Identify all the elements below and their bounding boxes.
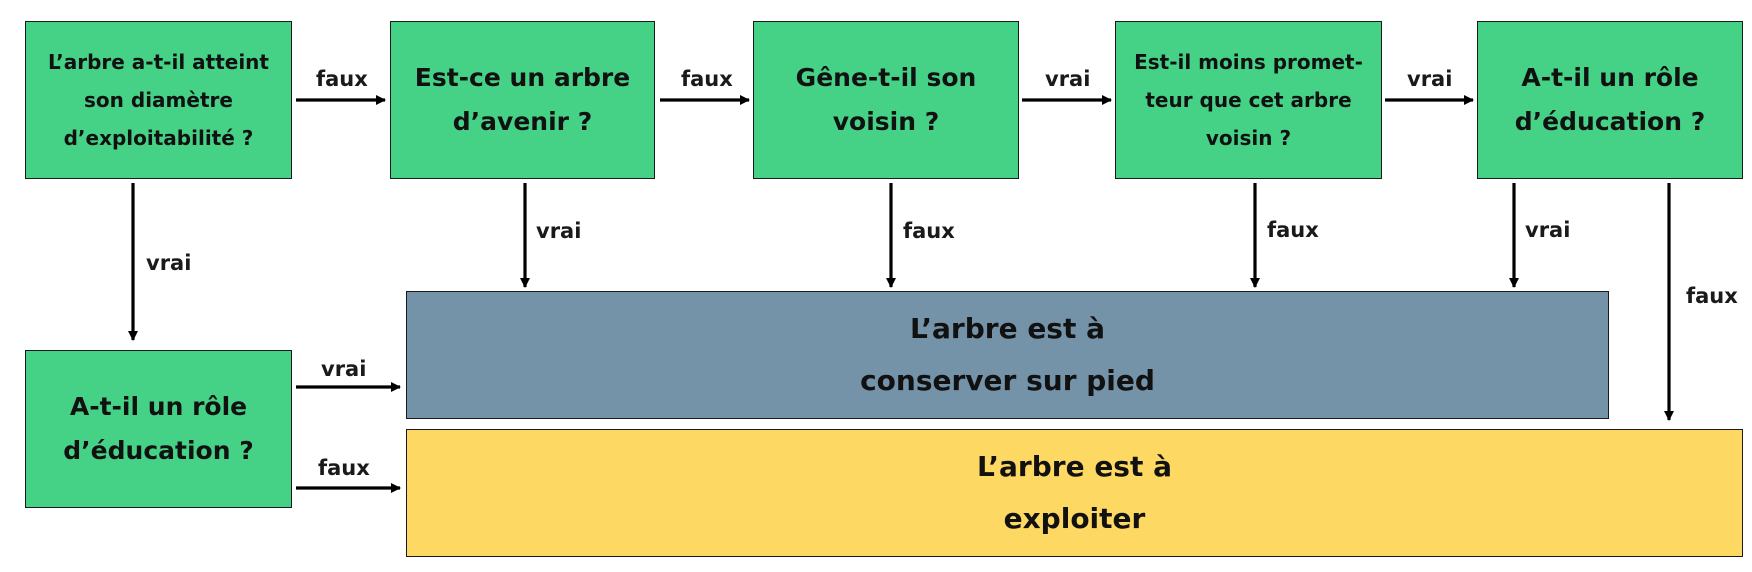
label-q4-down: faux [1267,218,1319,242]
question-line: voisin ? [832,107,940,136]
outcome-line: conserver sur pied [860,364,1155,397]
question-line: d’éducation ? [1514,107,1706,136]
label-q5-down-vrai: vrai [1525,218,1571,242]
question-box-less-promising: Est-il moins promet- teur que cet arbre … [1115,21,1382,179]
label-q6-to-exploit: faux [318,456,370,480]
question-line: d’avenir ? [452,107,593,136]
question-box-diameter: L’arbre a-t-il atteint son diamètre d’ex… [25,21,292,179]
label-q3-to-q4: vrai [1045,67,1091,91]
label-q2-down: vrai [536,219,582,243]
question-box-education-role-top: A-t-il un rôle d’éducation ? [1477,21,1743,179]
outcome-box-keep: L’arbre est à conserver sur pied [406,291,1609,419]
question-line: son diamètre [84,88,233,112]
question-line: voisin ? [1205,126,1292,150]
question-box-hinders-neighbour: Gêne-t-il son voisin ? [753,21,1019,179]
outcome-line: exploiter [1003,502,1146,535]
question-box-education-role-bottom: A-t-il un rôle d’éducation ? [25,350,292,508]
label-q4-to-q5: vrai [1407,67,1453,91]
question-line: teur que cet arbre [1145,88,1352,112]
outcome-line: L’arbre est à [909,312,1105,345]
label-q1-down: vrai [146,251,192,275]
question-line: d’éducation ? [63,436,254,465]
question-line: Est-il moins promet- [1134,50,1363,74]
outcome-line: L’arbre est à [976,450,1172,483]
question-line: Gêne-t-il son [795,63,977,92]
label-q5-down-faux: faux [1686,284,1738,308]
question-box-future-tree: Est-ce un arbre d’avenir ? [390,21,655,179]
question-line: A-t-il un rôle [69,392,248,421]
label-q3-down: faux [903,219,955,243]
outcome-box-exploit: L’arbre est à exploiter [406,429,1743,557]
question-line: d’exploitabilité ? [63,126,254,150]
label-q2-to-q3: faux [681,67,733,91]
label-q6-to-keep: vrai [321,357,367,381]
label-q1-to-q2: faux [316,67,368,91]
question-line: Est-ce un arbre [414,63,631,92]
question-line: A-t-il un rôle [1521,63,1699,92]
question-line: L’arbre a-t-il atteint [48,50,269,74]
